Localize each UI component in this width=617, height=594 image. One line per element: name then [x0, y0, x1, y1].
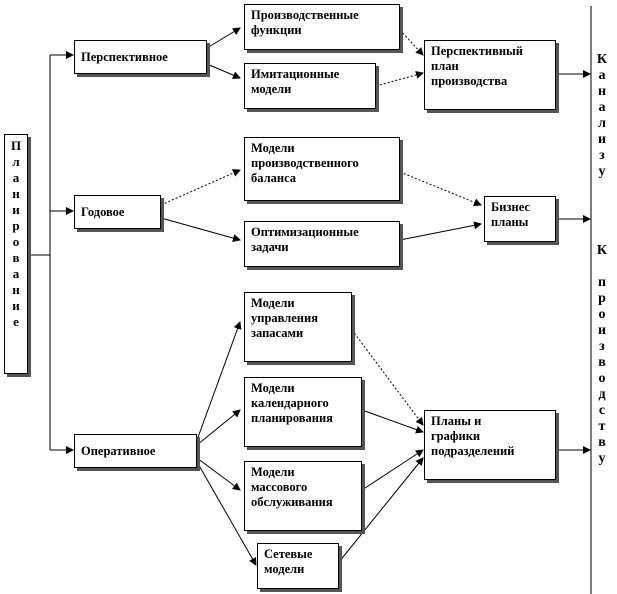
- arrow-operational-queue: [196, 457, 241, 491]
- to-production-label: К п р о и з в о д с т в у: [596, 243, 608, 466]
- arrow-production-functions-plan: [399, 29, 424, 56]
- optimization-tasks-box: Оптимизационные задачи: [244, 221, 400, 267]
- operational-planning-box: Оперативное: [74, 434, 197, 468]
- arrow-perspective-simulation: [206, 63, 241, 79]
- planning-box: П л а н и р о в а н и е: [4, 134, 28, 374]
- arrow-simulation-plan: [375, 71, 424, 87]
- unit-plans-box: Планы и графики подразделений: [424, 410, 556, 480]
- arrow-operational-network: [196, 461, 257, 566]
- arrow-operational-calendar: [196, 409, 241, 446]
- perspective-plan-box: Перспективный план производства: [424, 40, 556, 110]
- simulation-models-box: Имитационные модели: [244, 63, 376, 109]
- tree-lines: [28, 6, 592, 594]
- arrow-annual-balance: [160, 169, 241, 206]
- arrow-queue-units: [361, 449, 424, 491]
- queue-models-box: Модели массового обслуживания: [244, 461, 362, 531]
- annual-planning-box: Годовое: [74, 195, 161, 229]
- arrow-perspective-production-functions: [206, 27, 241, 49]
- arrow-annual-optimization: [160, 217, 241, 242]
- production-balance-box: Модели производственного баланса: [244, 137, 400, 201]
- production-functions-box: Производственные функции: [244, 4, 400, 50]
- calendar-models-box: Модели календарного планирования: [244, 377, 362, 447]
- arrow-optimization-business: [399, 221, 482, 241]
- perspective-planning-box: Перспективное: [74, 40, 207, 74]
- arrow-balance-business: [399, 171, 482, 207]
- arrow-calendar-units: [361, 409, 424, 434]
- business-plans-box: Бизнес планы: [484, 196, 556, 242]
- network-models-box: Сетевые модели: [257, 543, 339, 589]
- arrow-operational-inventory: [196, 321, 242, 441]
- arrow-network-units: [338, 457, 424, 563]
- to-analysis-label: К а н а л и з у: [596, 52, 608, 179]
- inventory-models-box: Модели управления запасами: [244, 292, 352, 362]
